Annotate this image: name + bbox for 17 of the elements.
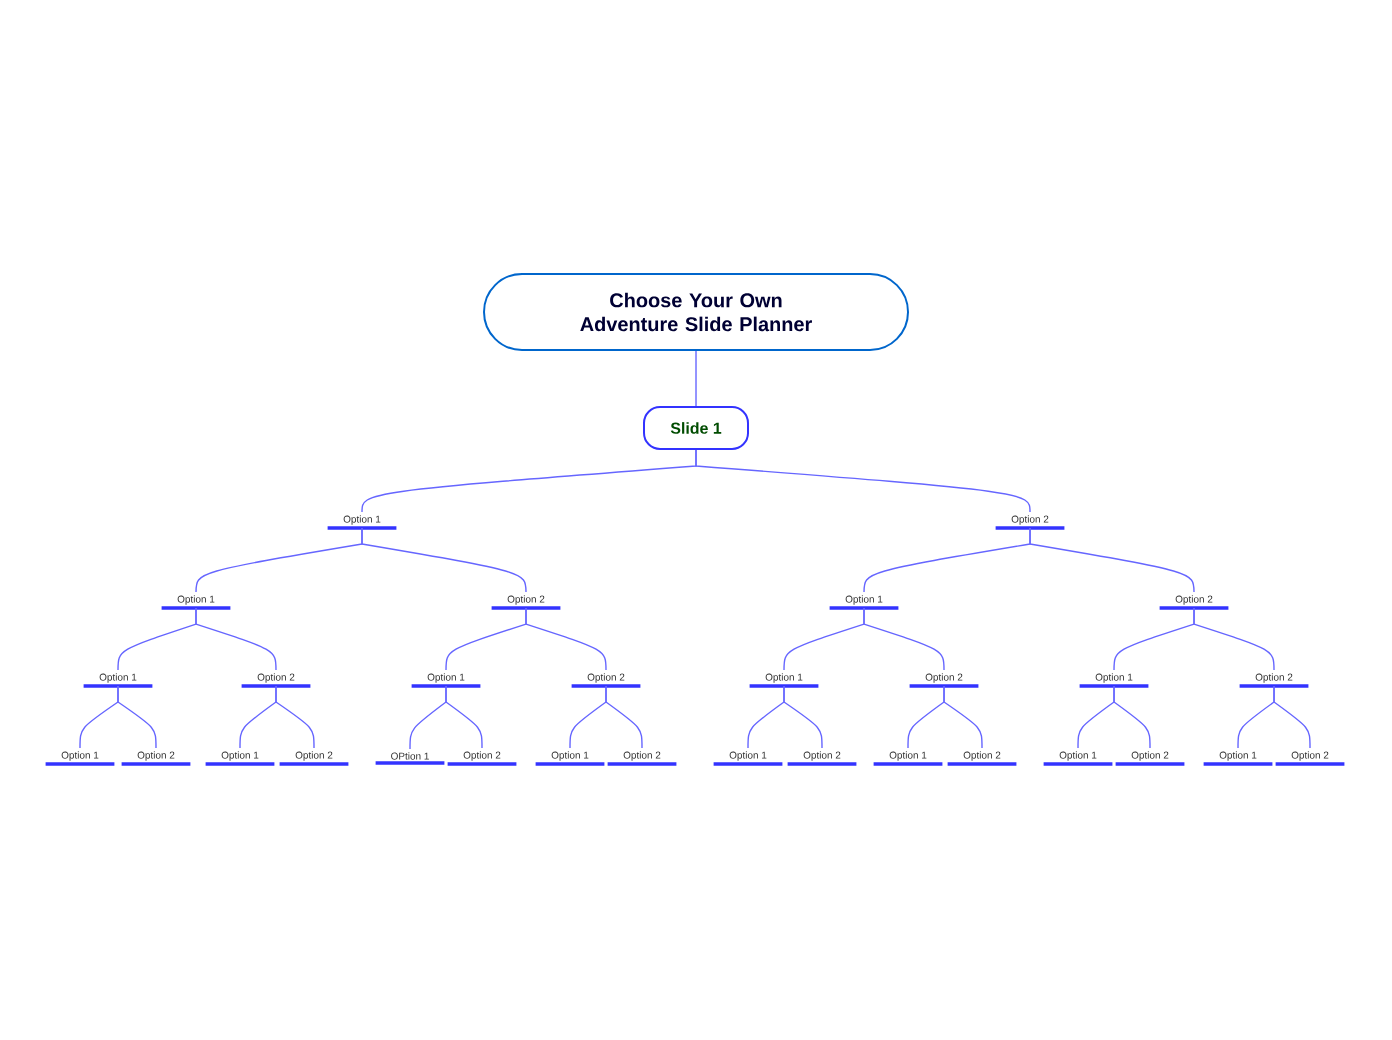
connector <box>605 685 643 749</box>
connector <box>863 607 945 671</box>
connector <box>445 685 483 749</box>
connector <box>361 527 527 593</box>
connector <box>1193 607 1275 671</box>
connector <box>195 607 277 671</box>
connector <box>943 685 983 749</box>
connector <box>275 685 315 749</box>
connector <box>525 607 607 671</box>
connector <box>117 685 157 749</box>
connector <box>1113 685 1151 749</box>
title-box: Choose Your Own Adventure Slide Planner <box>483 273 909 351</box>
connector <box>695 449 1031 513</box>
connector <box>783 685 823 749</box>
connector <box>1273 685 1311 749</box>
connector <box>695 350 697 407</box>
connector <box>1029 527 1195 593</box>
